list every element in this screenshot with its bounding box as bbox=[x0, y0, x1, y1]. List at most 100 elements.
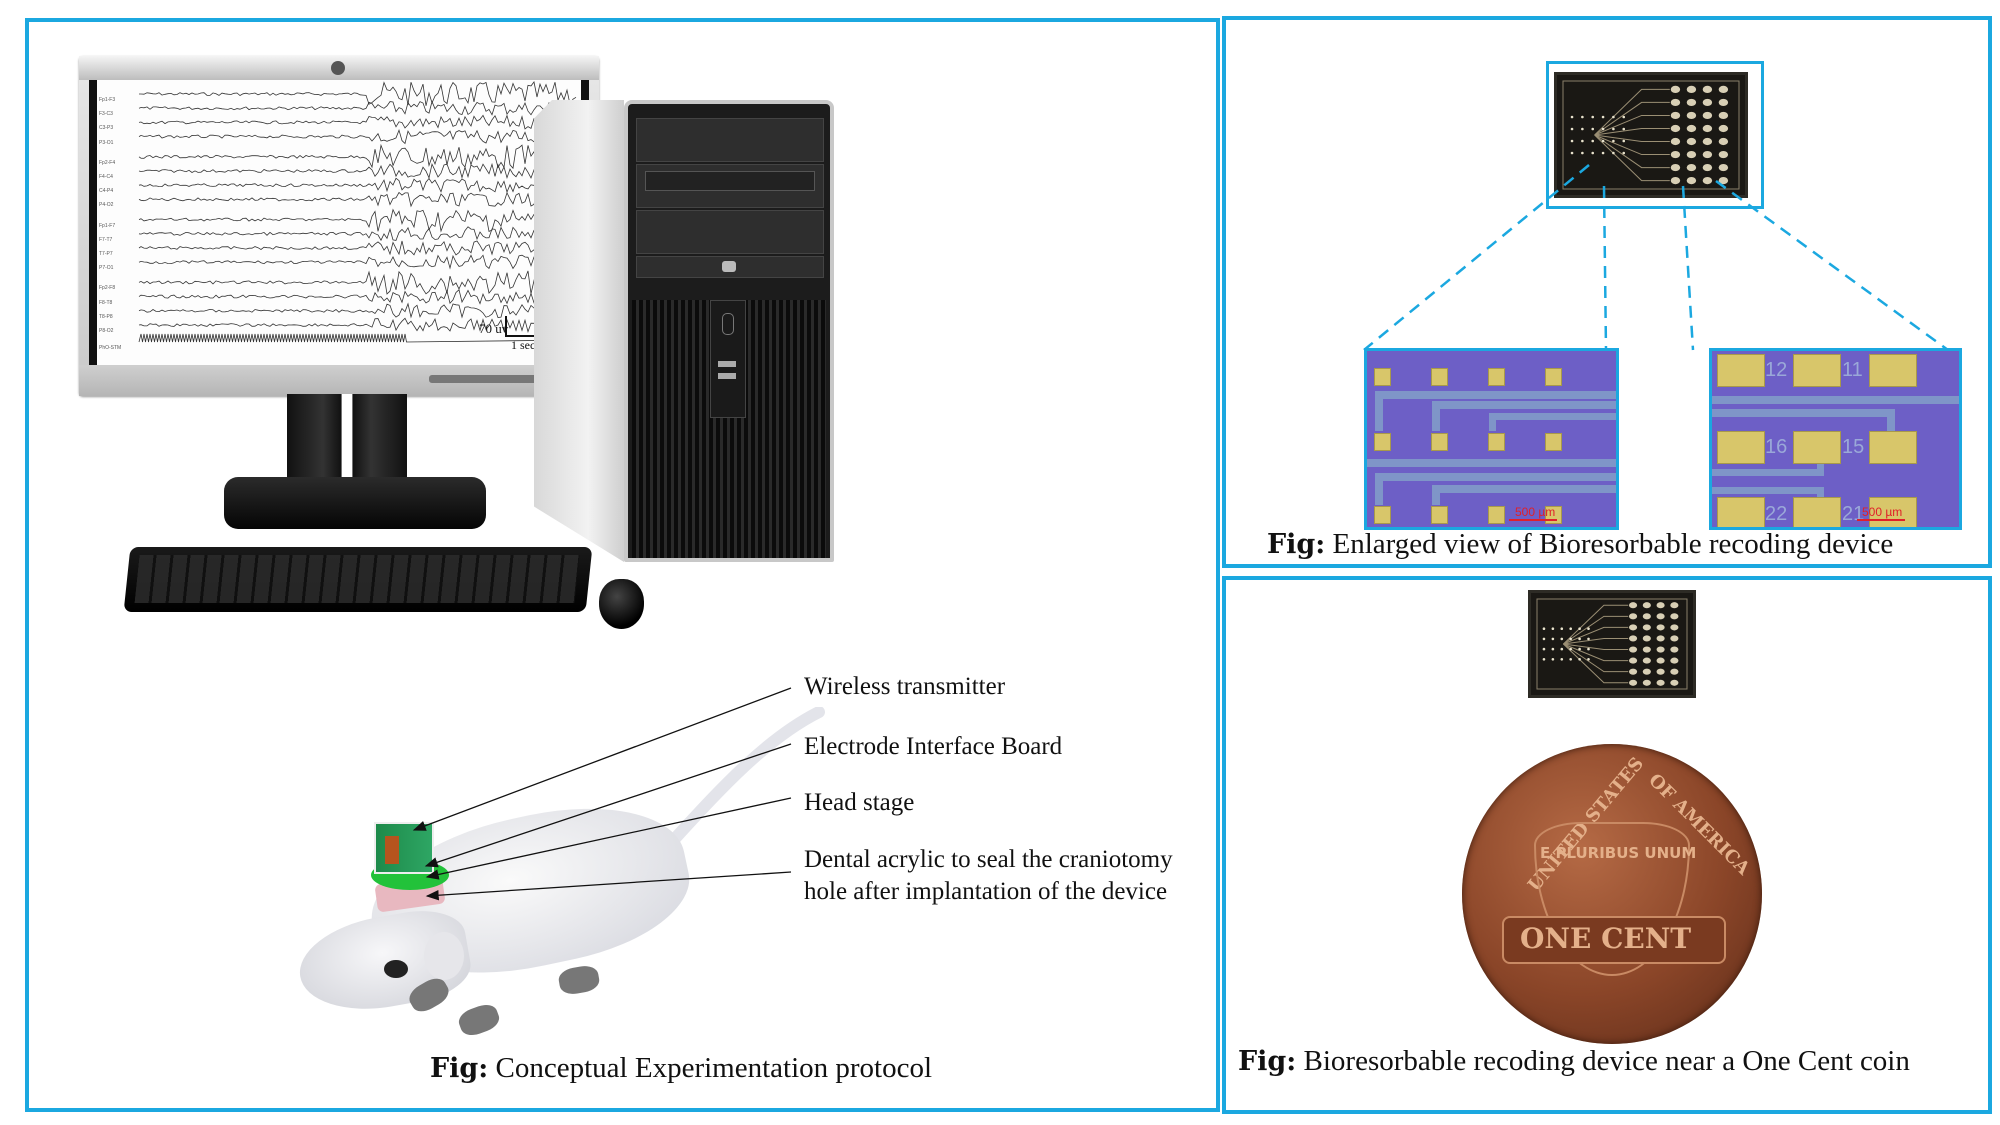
eeg-trace bbox=[138, 317, 577, 333]
eeg-trace bbox=[138, 333, 577, 343]
eeg-channel-label: Fp2-F8 bbox=[99, 285, 116, 292]
power-button-icon bbox=[722, 313, 734, 335]
eeg-channel-label: P3-O1 bbox=[99, 139, 114, 146]
caption-device-near-coin: Fig: Bioresorbable recoding device near … bbox=[1238, 1045, 1910, 1078]
chip-pad bbox=[1642, 635, 1651, 642]
pad-number: 12 bbox=[1765, 359, 1788, 381]
label-head-stage: Head stage bbox=[804, 789, 915, 816]
label-dental-acrylic-line1: Dental acrylic to seal the craniotomy bbox=[804, 846, 1173, 873]
one-cent-coin: UNITED STATES OF AMERICA E PLURIBUS UNUM… bbox=[1462, 744, 1762, 1044]
scale-bar-horizontal bbox=[505, 335, 545, 337]
pad-number: 21 bbox=[1842, 503, 1865, 525]
connector-line bbox=[1681, 185, 1695, 351]
chip-pad bbox=[1686, 111, 1697, 120]
eeg-channel-label: F7-T7 bbox=[99, 236, 113, 243]
scale-bar bbox=[1509, 519, 1557, 521]
chip-pad bbox=[1718, 85, 1729, 93]
chip-pad bbox=[1718, 150, 1729, 159]
chip-electrode bbox=[1560, 627, 1564, 630]
chip-electrode bbox=[1578, 637, 1581, 641]
coin-banner bbox=[1502, 916, 1726, 964]
chip-electrode bbox=[1601, 139, 1605, 143]
caption-text: Conceptual Experimentation protocol bbox=[488, 1052, 933, 1084]
chip-pad bbox=[1629, 635, 1638, 642]
pad-number: 15 bbox=[1842, 436, 1865, 458]
chip-pad bbox=[1656, 624, 1665, 631]
hp-badge-bay bbox=[636, 256, 824, 278]
chip-trace bbox=[1563, 643, 1629, 673]
chip-pad bbox=[1629, 668, 1638, 675]
eeg-trace bbox=[138, 177, 577, 194]
eeg-channel-label: P7-O1 bbox=[99, 265, 114, 272]
eeg-channel-label: P4-O2 bbox=[99, 202, 114, 209]
chip-pad bbox=[1642, 602, 1651, 609]
pad-number: 11 bbox=[1842, 359, 1863, 381]
chip-pad bbox=[1718, 98, 1729, 107]
chip-pad bbox=[1656, 613, 1665, 620]
eeg-trace bbox=[138, 226, 577, 242]
caption-fig-prefix: Fig: bbox=[1238, 1046, 1297, 1077]
chip-pad bbox=[1642, 668, 1651, 675]
zoom-connector-lines bbox=[1363, 164, 1949, 352]
eeg-scale-amplitude: 70 uv bbox=[479, 321, 509, 336]
usb-port-icon bbox=[718, 361, 736, 367]
chip-trace bbox=[1563, 626, 1629, 645]
pad-number: 22 bbox=[1765, 503, 1788, 525]
chip-trace bbox=[1594, 134, 1670, 156]
chip-pad bbox=[1670, 635, 1679, 642]
label-wireless-transmitter: Wireless transmitter bbox=[804, 673, 1006, 700]
chip-electrode bbox=[1622, 151, 1626, 155]
chip-trace bbox=[1594, 127, 1670, 136]
chip-pad bbox=[1629, 613, 1638, 620]
chip-electrode bbox=[1542, 658, 1546, 661]
chip-electrode bbox=[1569, 637, 1572, 641]
chip-electrode bbox=[1578, 658, 1581, 661]
coin-motto: E PLURIBUS UNUM bbox=[1540, 844, 1697, 862]
eeg-channel-label: T7-P7 bbox=[99, 251, 113, 257]
caption-fig-prefix: Fig: bbox=[1267, 529, 1326, 560]
eeg-channel-label: C4-P4 bbox=[99, 188, 114, 195]
chip-pad bbox=[1702, 98, 1713, 107]
wireless-transmitter bbox=[374, 822, 434, 874]
connector-line bbox=[1715, 179, 1949, 352]
chip-electrode bbox=[1581, 151, 1584, 155]
chip-electrode bbox=[1542, 647, 1546, 651]
chip-pad bbox=[1702, 85, 1713, 93]
chip-trace bbox=[1563, 643, 1629, 662]
tower-side-panel bbox=[534, 100, 624, 562]
eeg-channel-label: C3-P3 bbox=[99, 125, 114, 132]
chip-pad bbox=[1686, 98, 1697, 107]
chip-electrode bbox=[1587, 627, 1590, 630]
chip-trace bbox=[1563, 615, 1629, 645]
panel-device-near-coin: UNITED STATES OF AMERICA E PLURIBUS UNUM… bbox=[1222, 576, 1992, 1114]
eeg-channel-label: F3-C3 bbox=[99, 111, 113, 118]
chip-electrode bbox=[1612, 127, 1615, 131]
arrow-electrode-interface-board bbox=[424, 743, 792, 868]
chip-pad bbox=[1629, 646, 1638, 653]
chip-pad bbox=[1670, 124, 1681, 133]
label-dental-acrylic-line2: hole after implantation of the device bbox=[804, 878, 1168, 905]
chip-electrode bbox=[1551, 647, 1555, 651]
device-highlight-frame bbox=[1546, 61, 1764, 209]
caption-experimentation-protocol: Fig: Conceptual Experimentation protocol bbox=[430, 1052, 932, 1085]
chip-pad bbox=[1718, 111, 1729, 120]
monitor-stand bbox=[287, 394, 407, 484]
monitor-buttons bbox=[429, 375, 567, 383]
chip-electrode bbox=[1570, 151, 1574, 155]
chip-pad bbox=[1702, 124, 1713, 133]
chip-pad bbox=[1670, 679, 1679, 686]
chip-trace bbox=[1594, 88, 1670, 136]
chip-electrode bbox=[1560, 647, 1564, 651]
chip-pad bbox=[1629, 624, 1638, 631]
optical-drive bbox=[636, 164, 824, 208]
chip-electrode bbox=[1560, 658, 1564, 661]
chip-pad bbox=[1670, 602, 1679, 609]
chip-pad bbox=[1702, 137, 1713, 146]
chip-pad bbox=[1670, 137, 1681, 146]
chip-pad bbox=[1642, 679, 1651, 686]
micrograph-traces: 500 µm bbox=[1364, 348, 1619, 530]
chip-pad bbox=[1718, 177, 1729, 185]
monitor-bottom-bezel bbox=[79, 365, 599, 396]
eeg-trace bbox=[138, 100, 577, 116]
